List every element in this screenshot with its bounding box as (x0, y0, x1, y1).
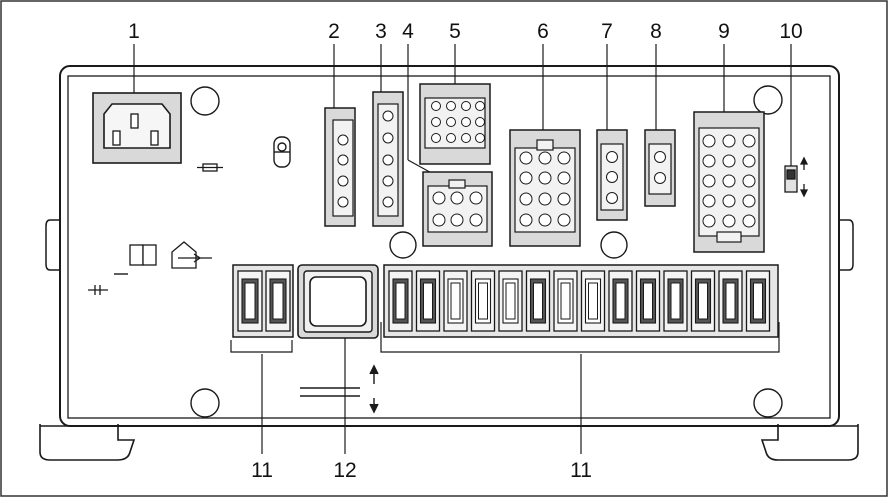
switch-arrows-icon (300, 364, 379, 414)
main-switch-12 (297, 264, 379, 339)
fuse-slot (690, 270, 716, 332)
fuse-slot (580, 270, 606, 332)
connector-4 (422, 171, 493, 247)
callout-7: 7 (601, 20, 613, 43)
callout-5: 5 (449, 20, 461, 43)
fuse-slot (525, 270, 551, 332)
connector-9 (693, 111, 765, 253)
connector-2 (324, 107, 356, 227)
callout-9: 9 (718, 20, 730, 43)
fuse-slot (443, 270, 468, 332)
connector-6 (509, 129, 581, 247)
fuse-slot (388, 270, 413, 332)
connector-8 (644, 129, 676, 207)
device-housing (39, 65, 859, 461)
callout-8: 8 (650, 20, 662, 43)
house-input-icon (171, 241, 212, 269)
callout-2: 2 (328, 20, 340, 43)
callout-6: 6 (537, 20, 549, 43)
callout-10: 10 (779, 20, 802, 43)
fuse-slot (470, 270, 496, 332)
callout-11-left: 11 (251, 459, 273, 482)
fuse-slot (663, 270, 688, 332)
callout-3: 3 (375, 20, 387, 43)
fuse-slot (745, 270, 771, 332)
power-inlet-icon (92, 92, 182, 164)
leader-lines (133, 44, 792, 454)
fuse-slot (608, 270, 633, 332)
callout-12: 12 (333, 459, 356, 482)
callout-1: 1 (128, 20, 140, 43)
fuse-slot (635, 270, 661, 332)
fuse-slot (498, 270, 523, 332)
fuse-slot (265, 270, 291, 332)
fuse-left-slots (237, 270, 291, 332)
callout-4: 4 (402, 20, 414, 43)
lock-symbol-icon (273, 136, 291, 168)
mounting-holes (190, 85, 783, 418)
manual-book-icon (129, 244, 157, 266)
fuse-right-slots (388, 270, 771, 332)
fuse-symbol-icon (197, 163, 223, 172)
fuse-slot (237, 270, 263, 332)
callout-11-right: 11 (570, 459, 592, 482)
switch-10 (784, 156, 809, 198)
diode-symbol-icon (88, 285, 108, 295)
connector-3 (372, 91, 404, 227)
connector-7 (596, 129, 628, 221)
fuse-slot (718, 270, 743, 332)
connector-5 (419, 83, 491, 165)
callout-labels: 1 2 3 4 5 6 7 8 9 10 11 12 11 (128, 20, 803, 482)
fuse-slot (415, 270, 441, 332)
fuse-slot (553, 270, 578, 332)
